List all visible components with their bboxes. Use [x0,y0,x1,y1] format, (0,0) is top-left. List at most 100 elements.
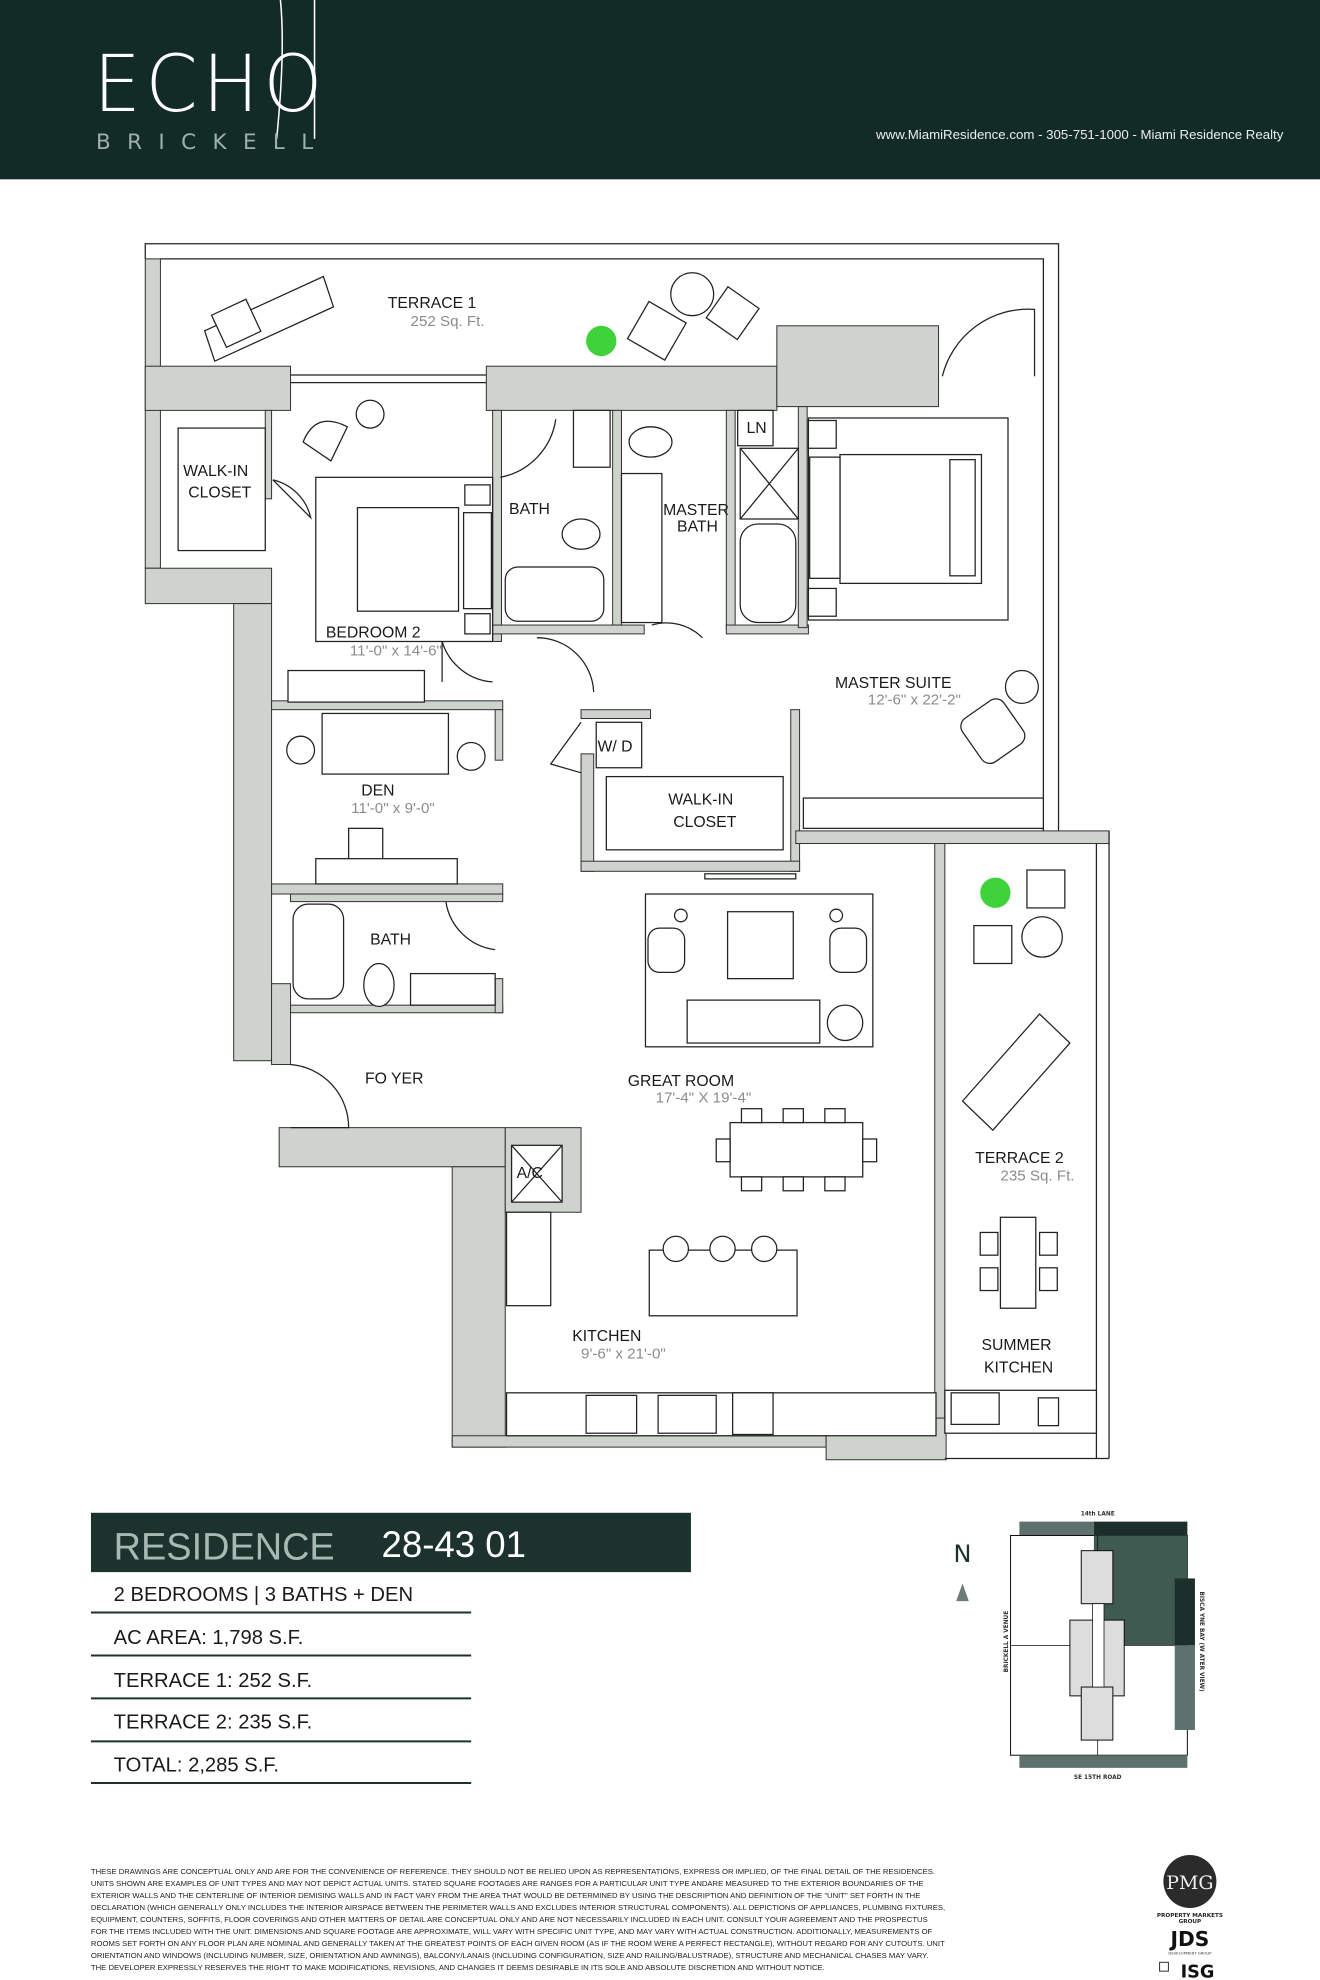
pmg-logo [1163,1854,1217,1909]
nightstand [464,613,491,635]
window-lines [290,372,1110,1460]
sofa [686,999,821,1044]
master-bath-toilet [628,426,673,458]
master-bed-pillows [809,456,841,579]
summer-kitchen-label: KITCHEN [984,1360,1053,1377]
bedroom2-dresser [287,669,426,703]
disclaimer: THESE DRAWINGS ARE CONCEPTUAL ONLY AND A… [91,1867,945,1972]
den-side-table [286,735,316,765]
street-strip [1019,1521,1094,1536]
terrace1-label: TERRACE 1 [388,295,476,312]
bar-stools [662,1235,778,1263]
nightstand [807,587,837,617]
disclaimer-line: ROOMS SET FORTH ON ANY FLOOR PLAN ARE NO… [91,1939,945,1948]
view-strip [1174,1645,1195,1730]
terrace2-label: TERRACE 2 [975,1150,1063,1167]
great-room-label: GREAT ROOM [628,1073,734,1090]
walkin-closet-2-label: WALK-IN [668,791,733,808]
walkin-closet-1-shelf [177,427,266,552]
north-label: N [954,1540,972,1568]
terrace2-table [1021,916,1063,958]
stair-core [1080,1550,1114,1605]
bath2-vanity [409,972,496,1006]
residence-bedrooms: 2 BEDROOMS | 3 BATHS + DEN [114,1584,413,1606]
bath2-tub [292,903,345,1000]
residence-banner [90,1512,691,1573]
master-bath-label: BATH [677,519,718,536]
walkin-closet-1-label: WALK-IN [183,463,248,480]
jds-subtitle: DEVELOPMENT GROUP [1168,1951,1212,1956]
master-bath-vanity [620,472,663,624]
nightstand [464,484,491,506]
disclaimer-line: EQUIPMENT, COUNTERS, SOFFITS, FLOOR COVE… [91,1915,928,1924]
armchair [647,927,686,973]
great-room-size: 17'-4" X 19'-4" [656,1089,752,1106]
disclaimer-line: THE DEVELOPER EXPRESSLY RESERVES THE RIG… [91,1963,825,1972]
master-bed-footboard [949,459,976,577]
disclaimer-line: THESE DRAWINGS ARE CONCEPTUAL ONLY AND A… [91,1867,935,1876]
den-side-table [456,741,486,771]
foyer-label: FO YER [365,1070,423,1087]
kitchen-size: 9'-6" x 21'-0" [581,1346,666,1363]
plant-icon [586,325,617,357]
den-chair [348,827,384,865]
lamp [826,1004,864,1042]
side-table [673,908,688,923]
walkin-closet-2-shelf [605,775,784,851]
bath1-toilet [561,518,601,550]
armchair [829,927,868,973]
north-arrow-icon [956,1583,969,1602]
den-label: DEN [361,783,394,800]
disclaimer-line: UNITS SHOWN ARE EXAMPLES OF UNIT TYPES A… [91,1879,924,1888]
terrace2-lounger [961,1013,1071,1132]
master-suite-label: MASTER SUITE [835,675,952,692]
street-strip [1093,1521,1188,1536]
disclaimer-line: EXTERIOR WALLS AND THE CENTERLINE OF INT… [91,1891,920,1900]
walls [144,258,1110,1461]
stair-core [1080,1686,1114,1741]
street-west: BRICKELL A VENUE [1004,1611,1010,1673]
isg-logo: ISG [1181,1962,1215,1980]
view-strip [1174,1578,1195,1646]
den-desk [315,858,458,885]
kitchen-label: KITCHEN [572,1328,641,1345]
master-bath-label: MASTER [663,502,729,519]
street-north: 14th LANE [1081,1511,1115,1517]
jds-logo: JDS [1168,1927,1209,1951]
washer-dryer [595,721,643,769]
terrace2-chair [1026,869,1066,909]
disclaimer-line: DECLARATION (WHICH GENERALLY ONLY INCLUD… [91,1903,945,1912]
walkin-closet-1-label: CLOSET [188,485,251,502]
street-strip [1019,1755,1188,1768]
bedroom2-label: BEDROOM 2 [326,625,421,642]
washer-dryer-label: W/ D [597,738,632,755]
bath1-vanity [572,409,611,468]
dishwasher [731,1392,774,1436]
header: ECHO BRICKELL www.MiamiResidence.com - 3… [0,0,1320,180]
linen-label: LN [747,420,767,437]
residence-terrace2: TERRACE 2: 235 S.F. [114,1712,313,1734]
den-size: 11'-0" x 9'-0" [351,800,435,817]
corridor [1092,1603,1105,1688]
pmg-name: PROPERTY MARKETS [1157,1913,1223,1919]
bath1-label: BATH [509,501,550,518]
street-east: BISCA YNE BAY (W ATER VIEW) [1198,1591,1204,1692]
ac-x [511,1144,563,1203]
bedroom2-bed [356,506,460,612]
master-dresser [802,797,1044,829]
master-armchair [960,698,1026,765]
kitchen-counter [505,1392,937,1437]
terrace1-chair [705,285,760,341]
kitchen-sink [657,1394,717,1434]
bath2-label: BATH [370,932,411,949]
residence-label: RESIDENCE [114,1527,335,1569]
kitchen-fridge [505,1211,552,1307]
side-table [829,908,844,923]
disclaimer-line: ORIENTATION AND WINDOWS (INCLUDING NUMBE… [91,1951,928,1960]
coffee-table [726,911,794,980]
floor-plan: TERRACE 1 252 Sq. Ft. WALK-IN CLOSET BAT… [144,243,1110,1461]
master-side-table [1004,669,1039,704]
terrace2-size: 235 Sq. Ft. [1000,1168,1074,1185]
logo-brickell: BRICKELL [96,130,326,155]
